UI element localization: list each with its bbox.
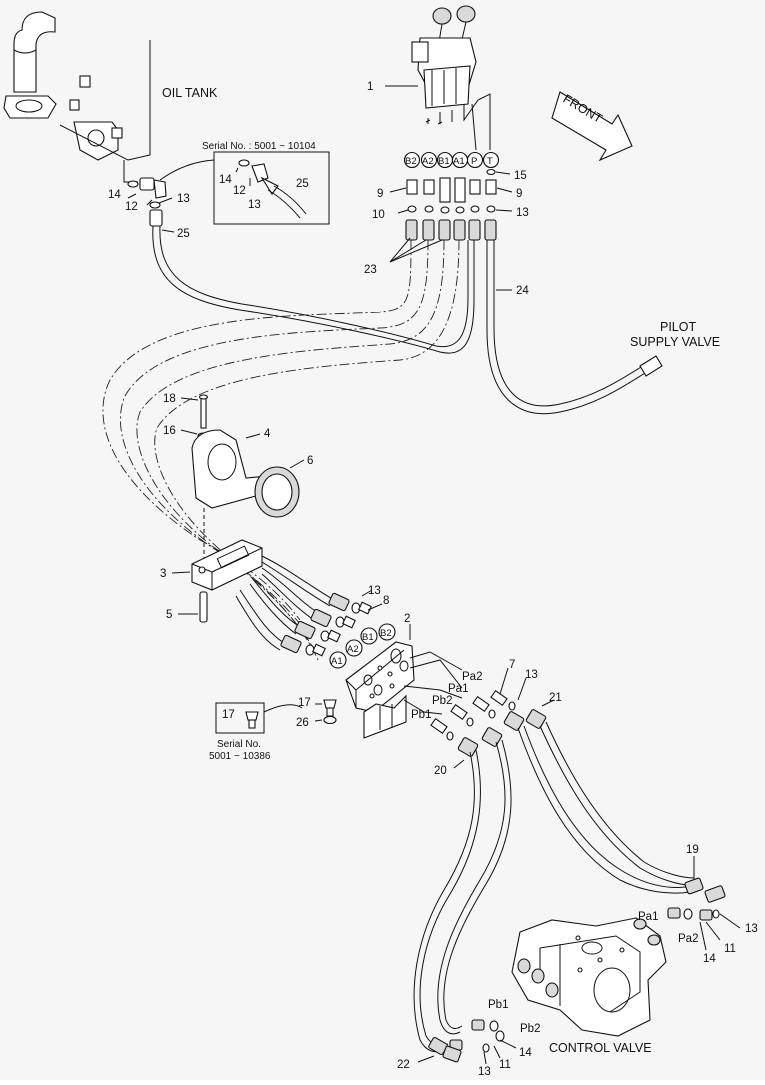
label-13-manifold: 13 (368, 585, 381, 597)
serial-box-bottom: 17 Serial No. 5001 ~ 10386 17 26 (209, 697, 337, 762)
bracket-assembly: 18 16 4 6 (163, 393, 313, 560)
port-a2-top: A2 (422, 156, 434, 167)
port-a1-top: A1 (453, 156, 465, 167)
joystick-valve: 1 (367, 5, 491, 151)
label-17-box: 17 (222, 709, 235, 721)
label-16: 16 (163, 425, 176, 437)
label-13-tank: 13 (177, 193, 190, 205)
label-20: 20 (434, 765, 447, 777)
label-13-valve-right: 13 (745, 923, 758, 935)
label-25-tank: 25 (177, 228, 190, 240)
serial-top-label: Serial No. : 5001 ~ 10104 (202, 141, 316, 152)
manifold-output-fittings: 7 13 (430, 659, 538, 741)
valve-pb2: Pb2 (520, 1023, 540, 1035)
pilot-label-line2: SUPPLY VALVE (630, 335, 720, 349)
label-13-serial: 13 (248, 199, 261, 211)
label-23: 23 (364, 264, 377, 276)
control-valve: CONTROL VALVE (511, 917, 667, 1055)
port-t-top: T (487, 156, 493, 167)
label-26: 26 (296, 717, 309, 729)
label-12-serial: 12 (233, 185, 246, 197)
manifold-pa1: Pa1 (448, 683, 468, 695)
label-19: 19 (686, 844, 699, 856)
label-2: 2 (404, 613, 410, 625)
label-6: 6 (307, 455, 313, 467)
label-21: 21 (549, 692, 562, 704)
manifold-block: 2 Pa2 Pa1 Pb2 Pb1 (345, 613, 482, 739)
dashed-hoses (102, 239, 460, 661)
valve-fittings: Pa1 Pa2 13 11 14 Pb1 Pb2 14 11 13 (449, 907, 758, 1078)
valve-pa2: Pa2 (678, 933, 698, 945)
label-4: 4 (264, 428, 271, 440)
label-15: 15 (514, 170, 527, 182)
label-9-left: 9 (377, 188, 383, 200)
label-12-tank: 12 (125, 201, 138, 213)
tank-elbow-fitting: 14 12 13 25 (108, 177, 190, 240)
label-24: 24 (516, 285, 529, 297)
manifold-fittings: 13 8 (280, 585, 389, 657)
joystick-ports: B2 A2 B1 A1 P T (403, 151, 500, 169)
label-1: 1 (367, 81, 373, 93)
serial-bottom-line2: 5001 ~ 10386 (209, 751, 271, 762)
manifold-pa2: Pa2 (462, 671, 482, 683)
fitting-22: 22 (397, 1036, 462, 1071)
valve-pb1: Pb1 (488, 999, 508, 1011)
label-14-tank: 14 (108, 189, 121, 201)
hose-24-pilot: 24 PILOT SUPPLY VALVE (486, 240, 720, 415)
manifold-pb2: Pb2 (432, 695, 452, 707)
clamp-block: 3 5 (160, 539, 263, 623)
port-b1-top: B1 (438, 156, 450, 167)
control-valve-label: CONTROL VALVE (549, 1041, 652, 1055)
label-10: 10 (372, 209, 385, 221)
label-9-right: 9 (516, 188, 522, 200)
label-14-valve-right: 14 (703, 953, 716, 965)
valve-pa1: Pa1 (638, 911, 658, 923)
label-14-serial: 14 (219, 174, 232, 186)
port-b2-mid: B2 (380, 628, 392, 639)
serial-box-top: Serial No. : 5001 ~ 10104 14 12 13 25 (159, 141, 330, 225)
pilot-label-line1: PILOT (660, 320, 696, 334)
label-11-valve-bottom: 11 (499, 1059, 511, 1071)
manifold-port-labels: B2 B1 A2 A1 (329, 623, 396, 669)
oil-tank: OIL TANK (3, 11, 218, 183)
label-13-top: 13 (516, 207, 529, 219)
label-17: 17 (298, 697, 311, 709)
port-b1-mid: B1 (362, 632, 374, 643)
label-5: 5 (166, 609, 172, 621)
label-7: 7 (509, 659, 515, 671)
manifold-pb1: Pb1 (411, 709, 431, 721)
front-arrow: FRONT (551, 91, 633, 162)
fitting-19: 19 (684, 844, 726, 903)
label-3: 3 (160, 568, 166, 580)
serial-bottom-line1: Serial No. (217, 739, 261, 750)
label-22: 22 (397, 1059, 410, 1071)
port-a1-mid: A1 (331, 656, 343, 667)
label-13-valve-bottom: 13 (478, 1066, 491, 1078)
label-25-serial: 25 (296, 178, 309, 190)
port-p-top: P (471, 156, 477, 167)
label-13-out: 13 (525, 669, 538, 681)
label-18: 18 (163, 393, 176, 405)
label-8: 8 (383, 595, 389, 607)
joystick-fittings: 9 9 10 13 15 23 (364, 168, 529, 276)
port-a2-mid: A2 (347, 644, 359, 655)
hose-25-tank (152, 225, 475, 354)
label-11-valve-right: 11 (724, 943, 736, 955)
label-14-valve-bottom: 14 (519, 1047, 532, 1059)
oil-tank-label: OIL TANK (162, 86, 218, 100)
port-b2-top: B2 (405, 156, 417, 167)
